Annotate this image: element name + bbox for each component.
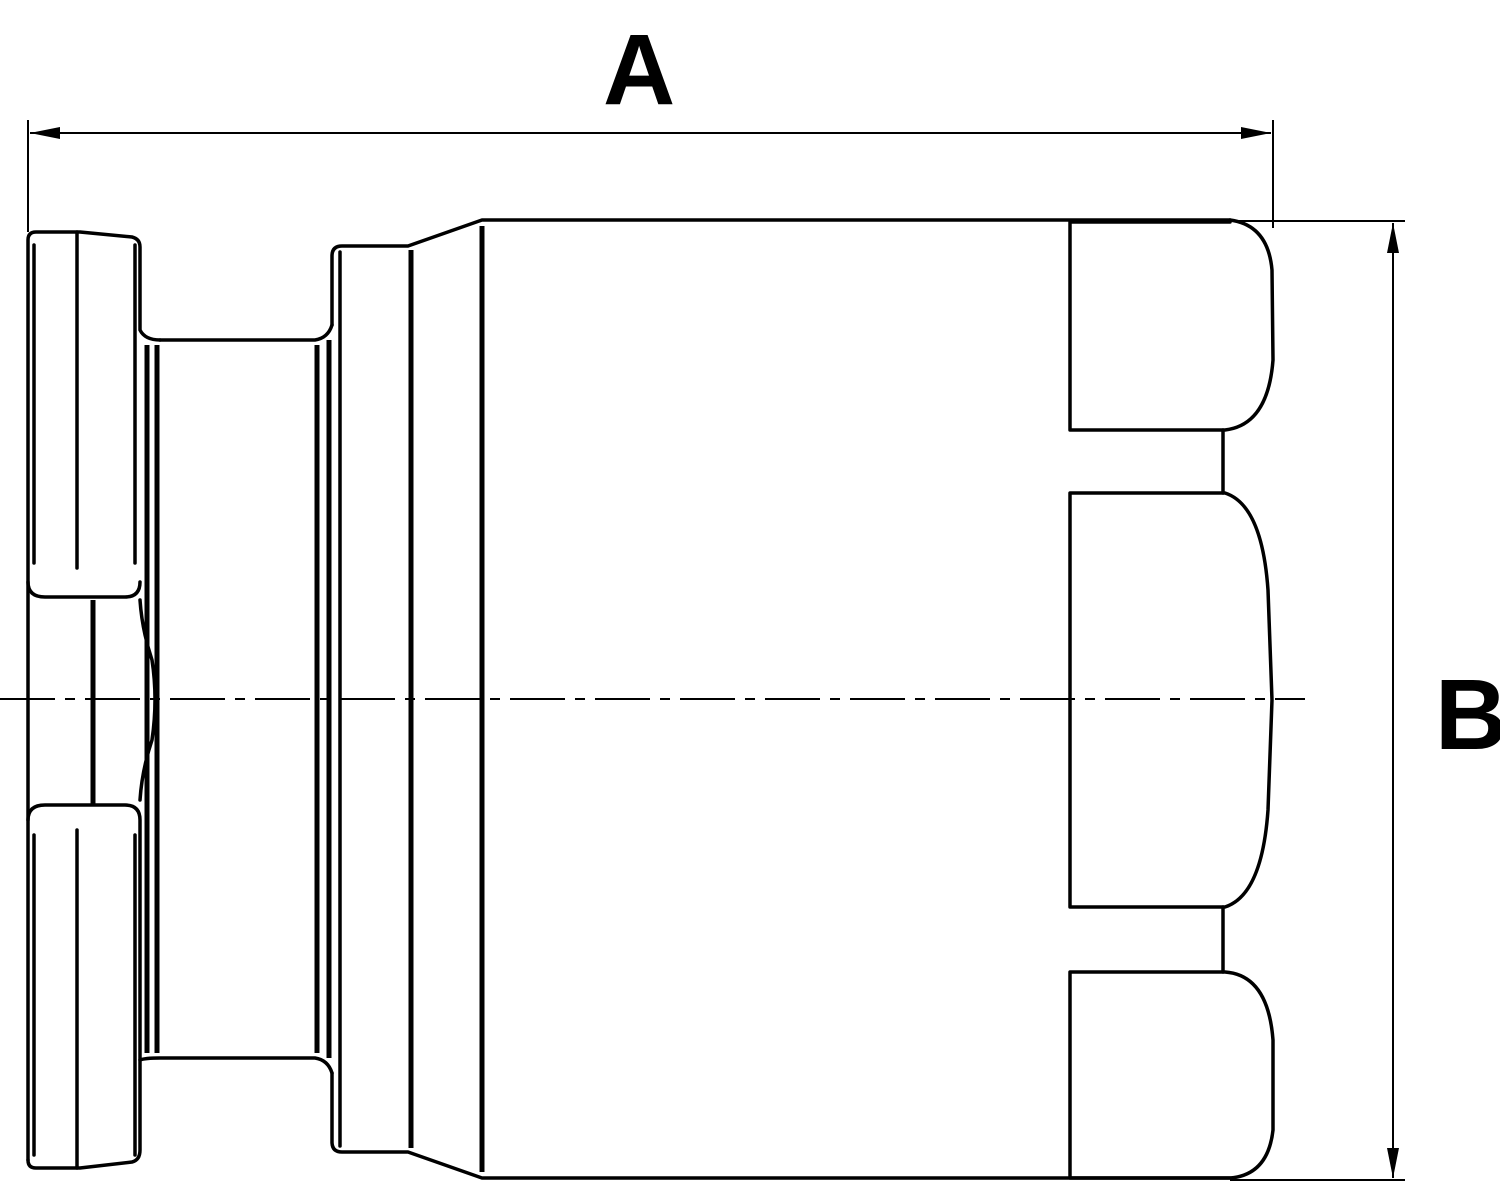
dimension-a-label: A: [603, 14, 676, 126]
body: [330, 218, 1232, 1180]
flange: [26, 230, 162, 1170]
dimension-a: [27, 120, 1274, 232]
dimension-b: [1230, 220, 1405, 1181]
hex-nut: [1068, 218, 1275, 1180]
neck: [138, 323, 334, 1075]
dimension-b-label: B: [1435, 659, 1500, 771]
